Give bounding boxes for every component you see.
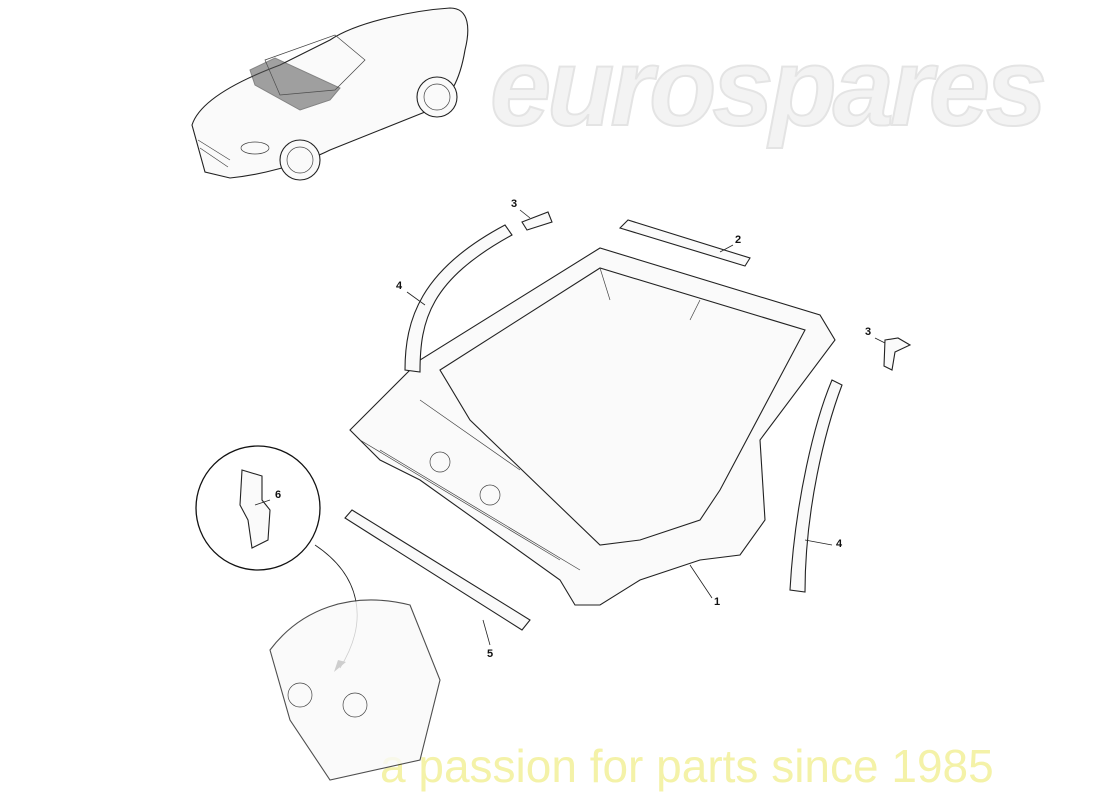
callout-4-right: 4 — [836, 538, 843, 550]
part-2-header-strip — [618, 219, 751, 267]
callout-3-right: 3 — [865, 326, 872, 338]
callout-1: 1 — [714, 596, 721, 608]
callout-5: 5 — [487, 648, 494, 660]
callout-3-left: 3 — [511, 198, 518, 210]
part-4-pillar-right — [789, 379, 843, 593]
car-overview-illustration — [191, 7, 469, 181]
part-4-pillar-left — [404, 224, 513, 373]
watermark-tagline: a passion for parts since 1985 — [380, 740, 994, 792]
part-1-windscreen-frame — [349, 247, 836, 606]
part-3-bracket-right — [883, 337, 912, 371]
detail-inset-part-6 — [195, 445, 441, 781]
watermark-brand: eurospares — [489, 26, 1048, 149]
part-5-lower-strip — [344, 509, 531, 631]
callout-4-left: 4 — [396, 280, 403, 292]
part-3-bracket-left — [521, 211, 553, 231]
callout-6: 6 — [275, 489, 282, 501]
callout-2: 2 — [735, 234, 742, 246]
leader-lines — [254, 209, 886, 646]
